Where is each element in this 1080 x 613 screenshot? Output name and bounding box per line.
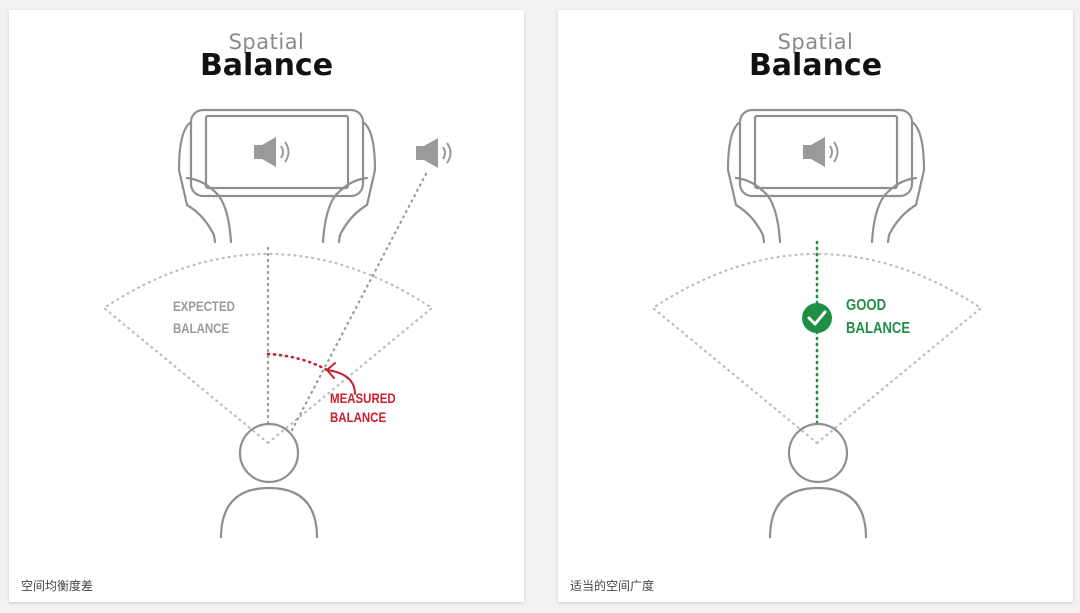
speaker-icon xyxy=(416,138,452,168)
speaker-icon xyxy=(803,137,839,167)
good-balance-panel: Spatial Balance GOOD BALANCE 适当的空间广度 xyxy=(558,10,1073,602)
title-small: Spatial xyxy=(777,30,854,54)
listening-sector xyxy=(651,252,983,445)
expected-label-line2: BALANCE xyxy=(173,320,230,336)
person-icon xyxy=(219,422,319,539)
good-label: GOOD BALANCE xyxy=(846,294,910,340)
person-icon xyxy=(768,422,868,539)
expected-label-line1: EXPECTED xyxy=(173,298,235,314)
title-big: Balance xyxy=(748,48,883,83)
title-big: Balance xyxy=(199,48,334,83)
measured-label-line1: MEASURED xyxy=(330,390,396,406)
poor-balance-illustration xyxy=(102,108,452,539)
hands-holding-tablet-icon xyxy=(726,108,926,244)
poor-balance-panel: Spatial Balance EXPECTED BALANCE MEASURE… xyxy=(9,10,524,602)
measured-direction-line xyxy=(290,170,429,432)
deviation-arc xyxy=(266,352,329,372)
expected-label: EXPECTED BALANCE xyxy=(173,295,235,339)
caption: 空间均衡度差 xyxy=(21,579,94,593)
hands-holding-tablet-icon xyxy=(177,108,377,244)
measured-label-line2: BALANCE xyxy=(330,409,387,425)
measured-arrow xyxy=(326,362,356,395)
good-balance-illustration xyxy=(651,108,983,539)
caption: 适当的空间广度 xyxy=(570,579,655,593)
good-label-line2: BALANCE xyxy=(846,320,911,337)
speaker-icon xyxy=(254,137,290,167)
checkmark-icon xyxy=(802,303,832,333)
good-label-line1: GOOD xyxy=(846,297,887,314)
measured-label: MEASURED BALANCE xyxy=(330,389,396,427)
title-small: Spatial xyxy=(228,30,305,54)
